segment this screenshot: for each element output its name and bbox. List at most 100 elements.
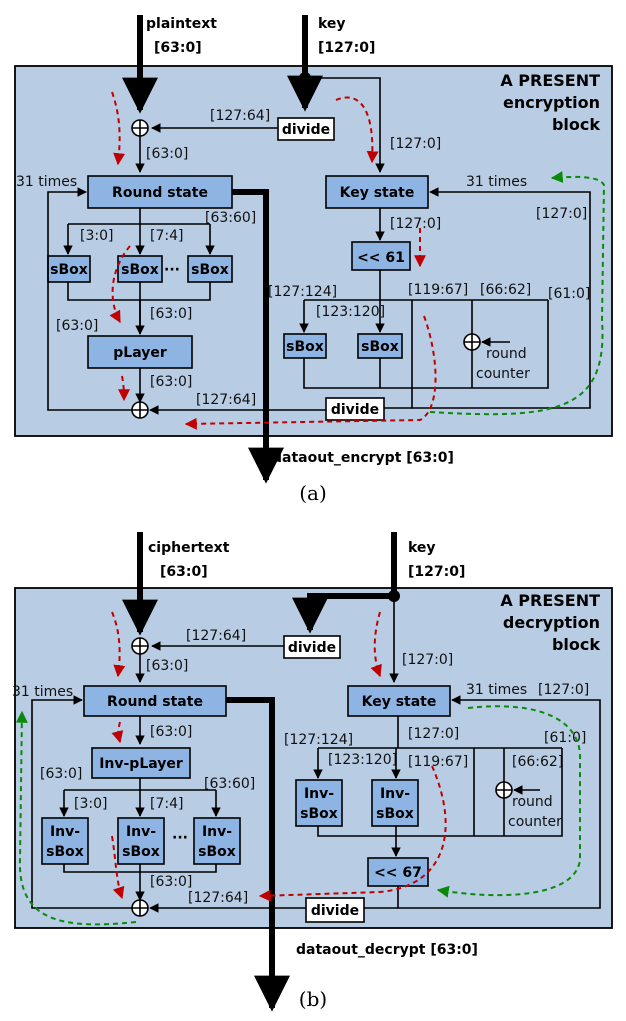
key-sbox-2-label: sBox [361, 339, 399, 355]
label-123-120-b: [123:120] [328, 752, 397, 768]
sbox-3 [187, 255, 233, 283]
label-61-0-b: [61:0] [544, 730, 586, 746]
round-counter-line2: counter [476, 366, 530, 382]
label-127-64-bot: [127:64] [196, 392, 256, 408]
inv-player-label: Inv-pLayer [99, 756, 183, 772]
inv-key-sbox-1-l2: sBox [300, 806, 338, 822]
key-state-b-label: Key state [362, 694, 437, 710]
sbox-2-label: sBox [121, 262, 159, 278]
xor-bottom-b-cross [132, 900, 148, 916]
inv-key-sbox-1 [295, 779, 343, 827]
key-to-divide-b-wire [292, 593, 394, 634]
divide-bottom-box [325, 397, 385, 421]
label-3-0-b: [3:0] [74, 796, 107, 812]
inv-sbox-2-l2: sBox [122, 844, 160, 860]
inv-sbox-dots: ··· [172, 830, 188, 846]
key-label: key [318, 16, 346, 32]
key-state-box [325, 175, 429, 209]
encryption-title-line3: block [552, 115, 600, 134]
player-label: pLayer [113, 345, 167, 361]
inv-sbox-3-l2: sBox [198, 844, 236, 860]
label-63-0-rs-b: [63:0] [150, 724, 192, 740]
decryption-title-line2: decryption [503, 613, 600, 632]
label-127-124-b: [127:124] [284, 732, 353, 748]
label-63-60-b: [63:60] [204, 776, 255, 792]
shift-61-box [351, 241, 411, 271]
inv-sbox-2-l1: Inv- [126, 824, 156, 840]
times-right-label: 31 times [466, 174, 527, 190]
label-127-0-loop: [127:0] [536, 206, 587, 222]
inv-sbox-3-l1: Inv- [202, 824, 232, 840]
divide-bottom-b-box [305, 897, 365, 923]
plaintext-label: plaintext [146, 16, 217, 32]
label-127-64-top: [127:64] [210, 108, 270, 124]
label-63-0-pl: [63:0] [150, 374, 192, 390]
label-119-67: [119:67] [408, 282, 468, 298]
label-63-60: [63:60] [205, 210, 256, 226]
encryption-title-line1: A PRESENT [500, 71, 600, 90]
label-7-4-b: [7:4] [150, 796, 183, 812]
key-state-label: Key state [340, 185, 415, 201]
times-left-b-label: 31 times [12, 684, 73, 700]
label-127-0-key-b: [127:0] [402, 652, 453, 668]
inv-key-sbox-2-l2: sBox [376, 806, 414, 822]
round-state-b-box [83, 685, 227, 717]
label-127-64-top-b: [127:64] [186, 628, 246, 644]
label-63-0-in-b: [63:0] [146, 658, 188, 674]
flow-arrow-1 [111, 91, 126, 166]
flow-arrow-2 [335, 96, 379, 164]
divide-bottom-label: divide [331, 402, 379, 418]
sbox-3-label: sBox [191, 262, 229, 278]
sbox-1-label: sBox [50, 262, 88, 278]
key-bits-b: [127:0] [408, 564, 465, 580]
label-63-0-left-b: [63:0] [40, 766, 82, 782]
decryption-title-line1: A PRESENT [500, 591, 600, 610]
dataout-decrypt-wire [226, 697, 290, 1012]
label-127-0-key: [127:0] [390, 136, 441, 152]
inv-sbox-1-l1: Inv- [50, 824, 80, 840]
inv-key-merge-bus [317, 748, 563, 837]
label-63-0-left: [63:0] [56, 318, 98, 334]
label-63-0-sb-b: [63:0] [150, 874, 192, 890]
times-right-b-label: 31 times [466, 682, 527, 698]
label-127-124: [127:124] [268, 284, 337, 300]
label-123-120: [123:120] [316, 304, 385, 320]
divide-top-b-box [283, 635, 341, 659]
divide-top-label: divide [282, 122, 330, 138]
plaintext-bits: [63:0] [154, 40, 202, 56]
inv-player-box [91, 747, 191, 779]
caption-b: (b) [299, 987, 327, 1011]
inv-key-pass-wires [473, 748, 505, 836]
round-counter-b-line2: counter [508, 814, 562, 830]
times-left-label: 31 times [16, 174, 77, 190]
inv-sbox-2 [117, 817, 165, 865]
divide-bottom-b-label: divide [311, 903, 359, 919]
xor-input-cross [132, 120, 148, 136]
inv-sbox-1 [41, 817, 89, 865]
label-127-0-loop-b: [127:0] [538, 682, 589, 698]
inv-sbox-1-l2: sBox [46, 844, 84, 860]
label-61-0: [61:0] [548, 286, 590, 302]
label-119-67-b: [119:67] [408, 754, 468, 770]
divide-top-b-label: divide [288, 640, 336, 656]
xor-bottom-cross [132, 402, 148, 418]
flow-arrow-b5 [258, 765, 447, 902]
flow-arrow-4 [117, 375, 130, 402]
key-sbox-1 [283, 333, 327, 359]
decryption-title-line3: block [552, 635, 600, 654]
decryption-diagram: ciphertext [63:0] key [127:0] A PRESENT … [12, 532, 613, 1012]
label-127-64-bot-b: [127:64] [188, 890, 248, 906]
label-63-0-sb: [63:0] [150, 306, 192, 322]
key-feedback-wire [411, 187, 591, 409]
dataout-decrypt-label: dataout_decrypt [63:0] [296, 942, 478, 958]
flow-arrow-b4 [111, 835, 125, 900]
key-loop-arrow [429, 171, 606, 416]
flow-arrow-3 [109, 245, 131, 324]
inv-sbox-3 [193, 817, 241, 865]
key-state-b-box [347, 685, 451, 717]
label-3-0: [3:0] [80, 228, 113, 244]
sbox-dots: ··· [164, 262, 180, 278]
round-counter-line1: round [486, 346, 527, 362]
xor-counter-b-cross [496, 782, 512, 836]
encryption-diagram: plaintext [63:0] key [127:0] A PRESENT e… [14, 15, 613, 505]
